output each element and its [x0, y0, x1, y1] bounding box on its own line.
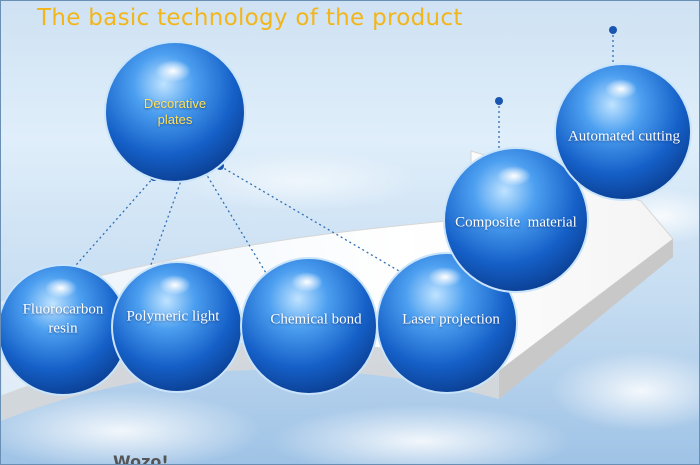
watermark-text: Wozo!	[113, 453, 169, 465]
node-laser-projection-bubble	[376, 252, 518, 394]
node-automated-cutting-bubble	[554, 63, 692, 201]
node-fluorocarbon-resin-line1: Fluorocarbon	[22, 301, 104, 318]
node-decorative-plates-bubble	[104, 41, 246, 183]
node-decorative-plates-label: Decorative plates	[144, 96, 206, 129]
node-composite-material-bubble	[443, 147, 589, 293]
node-polymeric-light-bubble	[111, 261, 243, 393]
node-laser-projection-label: Laser projection	[402, 311, 500, 328]
connector-fluorocarbon	[68, 176, 155, 274]
connector-polymeric	[147, 177, 183, 274]
node-fluorocarbon-resin-line2: resin	[48, 320, 78, 336]
node-decorative-plates-line2: plates	[157, 112, 193, 127]
node-composite-material-label: Composite material	[455, 214, 577, 231]
diagram-title: The basic technology of the product	[37, 5, 463, 31]
node-fluorocarbon-resin-label: Fluorocarbon resin	[23, 300, 104, 338]
node-chemical-bond-label: Chemical bond	[270, 311, 362, 328]
node-decorative-plates-line1: Decorative	[143, 95, 207, 111]
node-automated-cutting-label: Automated cutting	[567, 128, 681, 145]
node-polymeric-light-label: Polymeric light	[126, 308, 220, 325]
